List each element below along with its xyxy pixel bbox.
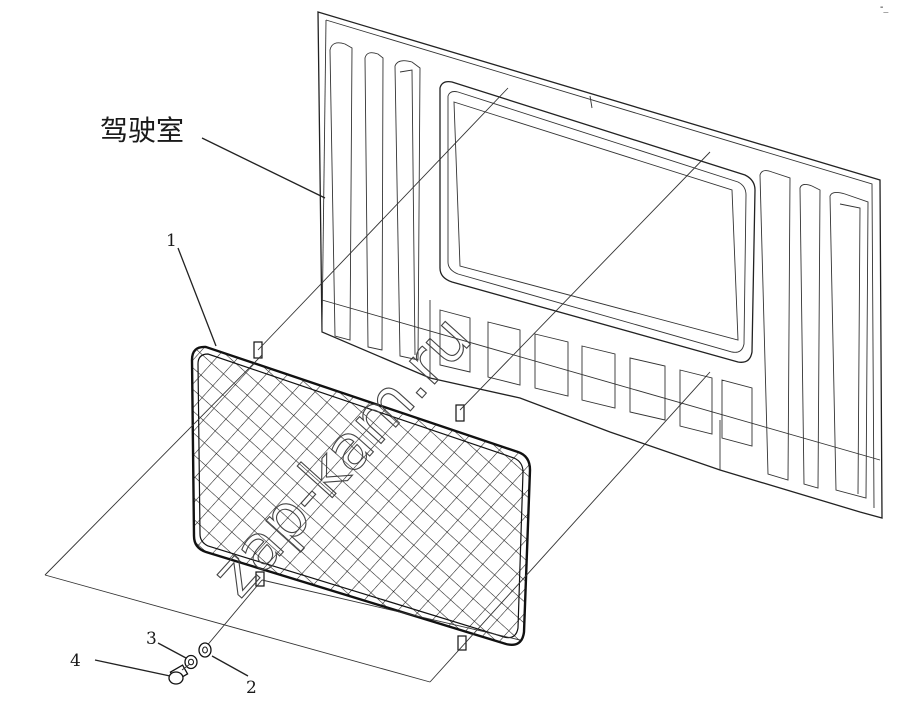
leader-lines <box>94 137 326 677</box>
cab-rear-wall <box>317 11 883 519</box>
label-part-1: 1 <box>166 231 177 251</box>
corner-mark: -_ <box>880 2 888 13</box>
label-part-2: 2 <box>246 678 257 698</box>
screw-part-4 <box>168 663 191 685</box>
mesh-net <box>190 341 532 651</box>
fasteners <box>168 642 212 685</box>
label-cab: 驾驶室 <box>100 114 184 147</box>
label-part-4: 4 <box>70 651 81 671</box>
assembly-lines <box>44 87 711 683</box>
label-part-3: 3 <box>146 629 157 649</box>
